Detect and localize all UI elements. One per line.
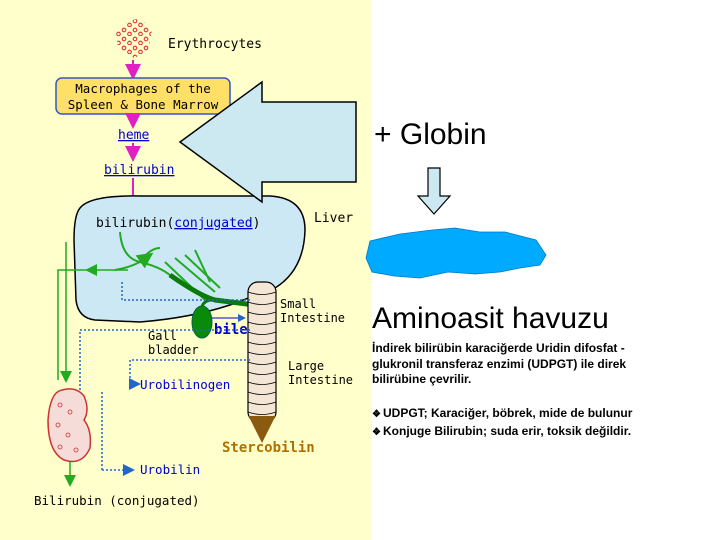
liver-label: Liver	[314, 211, 353, 226]
bullet-list: ❖UDPGT; Karaciğer, böbrek, mide de bulun…	[372, 405, 672, 441]
stercobilin-label: Stercobilin	[222, 440, 315, 456]
erythrocytes-label: Erythrocytes	[168, 37, 262, 52]
bullet-item: ❖UDPGT; Karaciğer, böbrek, mide de bulun…	[372, 405, 672, 423]
globin-arrow-icon	[178, 80, 357, 204]
enterohepatic-circulation	[79, 282, 250, 470]
globin-label: + Globin	[374, 118, 487, 151]
cystic-duct	[200, 298, 213, 307]
gall-label-line2: bladder	[148, 343, 199, 357]
udpgt-paragraph: İndirek bilirübin karaciğerde Uridin dif…	[372, 341, 627, 386]
intestine-shape	[247, 281, 277, 423]
bullet-text: UDPGT; Karaciğer, böbrek, mide de bulunu…	[383, 406, 633, 420]
blood-return-line	[57, 269, 88, 380]
small-intestine-line1: Small	[280, 297, 316, 311]
bullet-diamond-icon: ❖	[372, 409, 381, 420]
common-bile-duct	[168, 272, 256, 308]
macrophages-line1: Macrophages of the	[75, 81, 210, 96]
large-intestine-line2: Intestine	[288, 373, 353, 387]
bilirubin-conjugated-label: bilirubin(conjugated)	[96, 216, 260, 231]
macrophages-line2: Spleen & Bone Marrow	[68, 97, 219, 112]
amino-acid-pool-shape	[365, 227, 547, 279]
small-intestine-line2: Intestine	[280, 311, 345, 325]
bullet-item: ❖Konjuge Bilirubin; suda erir, toksik de…	[372, 423, 672, 441]
macrophages-box	[55, 77, 231, 115]
bullet-text: Konjuge Bilirubin; suda erir, toksik değ…	[383, 424, 632, 438]
large-intestine-line1: Large	[288, 359, 324, 373]
urobilin-label: Urobilin	[140, 462, 200, 477]
down-arrow-icon	[416, 167, 452, 215]
erythrocyte-cluster-icon	[116, 18, 152, 58]
bile-duct-arrow	[135, 252, 154, 269]
gall-label-line1: Gall	[148, 329, 177, 343]
urobilinogen-label: Urobilinogen	[140, 377, 230, 392]
aminoasit-havuzu-heading: Aminoasit havuzu	[372, 302, 609, 335]
kidney-shape	[47, 388, 92, 463]
bilirubin-conjugated-bottom: Bilirubin (conjugated)	[34, 493, 200, 508]
heme-label: heme	[118, 128, 149, 143]
bile-label: bile	[214, 322, 248, 338]
gall-bladder-shape	[191, 305, 213, 339]
bilirubin-label: bilirubin	[104, 163, 174, 178]
bullet-diamond-icon: ❖	[372, 427, 381, 438]
